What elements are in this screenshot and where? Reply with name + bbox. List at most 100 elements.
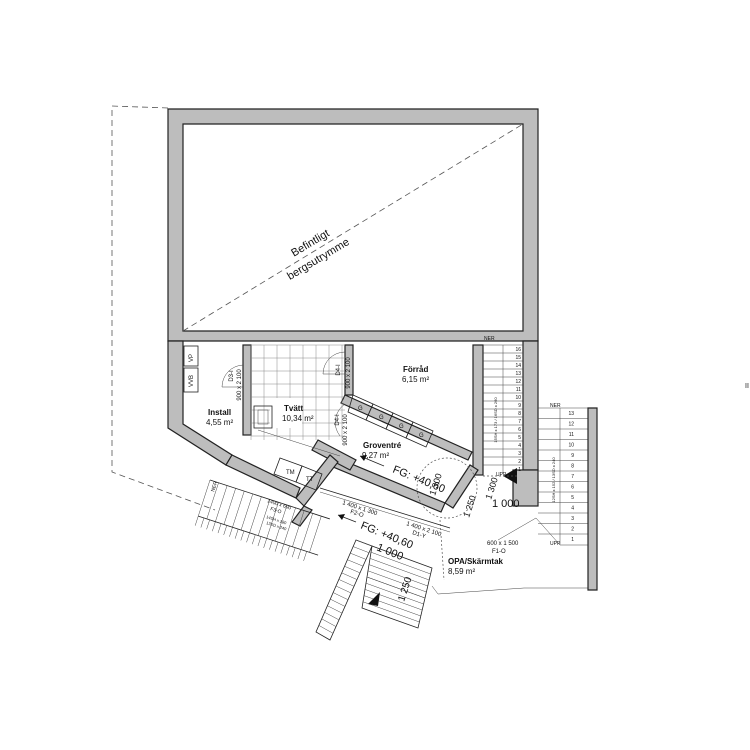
east-stair-wall: [512, 469, 539, 507]
opa-area-label: 8,59 m²: [448, 567, 475, 576]
stair-step-number: 3: [518, 451, 521, 457]
stair-step-number: 5: [518, 435, 521, 441]
d3i-door-swing: [221, 364, 244, 388]
existing-outline-dashed: [111, 105, 216, 511]
stair-step-number: 3: [571, 516, 574, 522]
south-stair: [315, 539, 433, 641]
stair-side: [198, 515, 319, 556]
d3i-size: 900 x 2 100: [237, 369, 243, 401]
opa-wall: [444, 464, 479, 509]
tvatt-room: Tvätt 10,34 m² TM TT D4-I 900 x 2 100 D4…: [253, 351, 352, 491]
opa-outline: [431, 517, 591, 595]
stair-hatch: [291, 547, 296, 558]
stair-hatch: [269, 540, 273, 550]
stair-step-number: 2: [571, 527, 574, 533]
outer-stair-upp: UPP: [550, 541, 561, 547]
stair-step-number: 14: [515, 363, 521, 369]
stair-step-number: 8: [571, 464, 574, 470]
stair-tread: [300, 513, 313, 550]
south-stair-tread: [367, 570, 427, 593]
stair-step-number: 9: [518, 403, 521, 409]
east-wall: [522, 340, 539, 471]
right-stair-upp: UPP: [496, 472, 507, 478]
stair-step-number: 4: [571, 506, 574, 512]
stair-wall: [472, 344, 484, 476]
entrance-wall-left: [295, 454, 339, 507]
d4i-b-door-swing: [334, 403, 346, 437]
f2o-window-line: [319, 487, 451, 529]
right-stair-arrow: [503, 468, 517, 484]
stair-step-number: 7: [518, 419, 521, 425]
forrad-area: 6,15 m²: [402, 375, 429, 384]
d4i-a-size: 900 x 2 100: [346, 357, 352, 389]
stair-tread: [240, 493, 254, 531]
south-stair-tread: [368, 564, 428, 587]
ramp-hatch: [344, 566, 361, 574]
stair-tread: [257, 499, 271, 536]
stair-tread: [232, 491, 245, 528]
stair-hatch: [200, 517, 205, 528]
install-area: 4,55 m²: [206, 418, 233, 427]
locker-3-label: G: [399, 424, 404, 430]
south-stair-tread: [364, 589, 423, 611]
vp-unit: [183, 345, 199, 367]
install-room: VP VVB Install 4,55 m² D3-I 900 x 2 100: [183, 345, 244, 427]
ramp-hatch: [350, 552, 367, 560]
south-stair-tread: [363, 595, 421, 617]
stair-hatch: [246, 532, 250, 543]
sink: [253, 405, 273, 429]
stair-step-number: 10: [515, 395, 521, 401]
stair-hatch: [206, 519, 210, 530]
outer-stair-note: 12SH x 152 / 13SD x 240: [551, 457, 556, 503]
stair-hatch: [251, 534, 256, 545]
stair-hatch: [234, 529, 239, 539]
stair-step-number: 12: [515, 379, 521, 385]
west-wall: [167, 340, 233, 466]
ramp-hatch: [333, 592, 349, 600]
d4i-a-label: D4-I: [336, 364, 342, 376]
groventre-name: Groventré: [363, 441, 402, 450]
vvb-label: VVB: [189, 375, 195, 387]
groventre-area: 9,27 m²: [362, 451, 389, 460]
stair-hatch: [229, 527, 233, 537]
stair-hatch: [240, 530, 245, 541]
stair-step-number: 7: [571, 474, 574, 480]
stair-hatch: [303, 551, 307, 561]
stair-tread: [223, 488, 236, 525]
stair-step-number: 12: [568, 422, 574, 428]
stair-step-number: 16: [515, 347, 521, 353]
stair-tread: [215, 485, 228, 522]
stair-step-number: 1: [518, 467, 521, 473]
ramp-hatch: [327, 605, 343, 614]
south-stair-arrow: [368, 592, 380, 606]
ramp-hatch: [335, 585, 352, 594]
locker-4: [405, 421, 434, 448]
stair-step-number: 6: [518, 427, 521, 433]
ramp-hatch: [338, 579, 355, 587]
stair-step-number: 1: [571, 537, 574, 543]
counter-edge: [257, 429, 341, 457]
outer-stair-ner: NER: [550, 403, 561, 409]
right-stair-ner: NER: [484, 336, 495, 342]
stair-step-number: 2: [518, 459, 521, 465]
stair-step-number: 9: [571, 453, 574, 459]
ramp-hatch: [330, 598, 346, 607]
stair-tread: [309, 516, 322, 553]
south-stair-outline: [361, 545, 433, 629]
stair-tread: [266, 502, 279, 539]
rock-room-diagonal: [182, 123, 524, 332]
stair-hatch: [280, 543, 285, 554]
f2o-label: F2-O: [349, 509, 364, 519]
stair-step-number: 13: [568, 411, 574, 417]
left-stair-ner: NER: [210, 480, 219, 492]
stair-tread: [249, 496, 262, 533]
opa-name: OPA/Skärmtak: [448, 557, 504, 566]
lockers: G G G G: [347, 394, 434, 448]
stair-step-number: 10: [568, 443, 574, 449]
fg-lower-arrowhead: [338, 514, 345, 520]
existing-rock-room: Befintligt bergsutrymme: [167, 108, 539, 342]
stair-step-number: 13: [515, 371, 521, 377]
stair-hatch: [286, 545, 290, 556]
south-stair-center: [366, 576, 426, 599]
